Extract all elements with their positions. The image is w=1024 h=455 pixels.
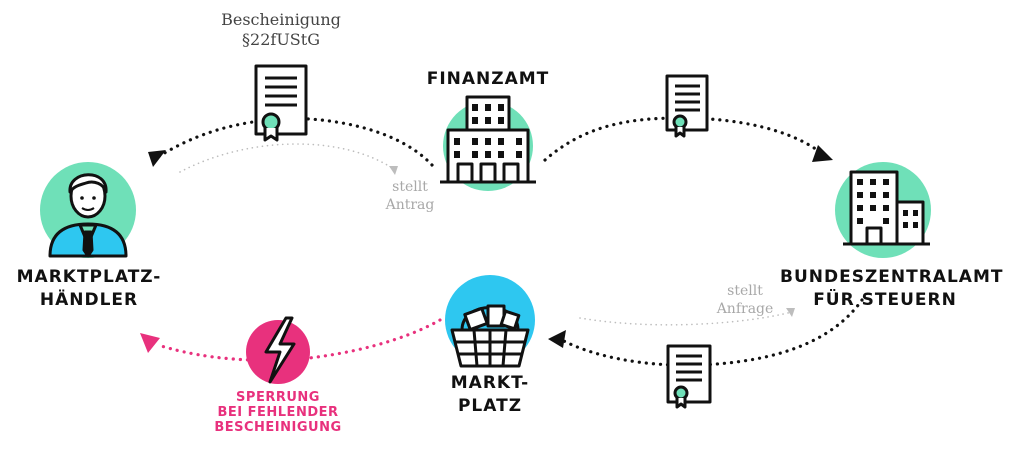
anfrage-label: stellt Anfrage bbox=[700, 282, 790, 318]
sperrung-label: SPERRUNG BEI FEHLENDER BESCHEINIGUNG bbox=[198, 390, 358, 435]
anfrage-label-line1: stellt bbox=[727, 283, 763, 299]
bzst-title: BUNDESZENTRALAMT FÜR STEUERN bbox=[780, 266, 1004, 312]
certificate-label: Bescheinigung §22fUStG bbox=[206, 10, 356, 50]
arrowhead-haendler-bottom bbox=[140, 333, 160, 353]
connector-bzst-to-marktplatz bbox=[560, 298, 864, 367]
marktplatz-title-line1: MARKT- bbox=[450, 373, 530, 393]
arrowhead-anfrage bbox=[786, 308, 795, 317]
antrag-label-line2: Antrag bbox=[385, 197, 435, 213]
lightning-bolt-icon bbox=[264, 316, 296, 384]
arrowhead-bzst-top bbox=[812, 145, 833, 162]
tower-building-icon bbox=[843, 170, 930, 246]
marktplatz-node bbox=[445, 275, 535, 368]
certificate-large-icon bbox=[254, 64, 308, 142]
certificate-label-line2: §22fUStG bbox=[242, 30, 320, 49]
connector-anfrage bbox=[579, 311, 793, 326]
certificate-label-line1: Bescheinigung bbox=[221, 10, 341, 29]
arrowhead-haendler-top bbox=[148, 150, 166, 167]
sperrung-label-line2: BEI FEHLENDER bbox=[217, 405, 339, 420]
bzst-title-line1: BUNDESZENTRALAMT bbox=[780, 267, 1004, 287]
haendler-title-line1: MARKTPLATZ- bbox=[16, 267, 162, 287]
certificate-top-right-icon bbox=[665, 74, 709, 138]
finanzamt-node bbox=[440, 95, 536, 191]
connector-antrag bbox=[179, 143, 396, 173]
sperrung-node bbox=[246, 316, 310, 384]
business-person-icon bbox=[48, 173, 128, 258]
sperrung-label-line3: BESCHEINIGUNG bbox=[214, 420, 342, 435]
haendler-title: MARKTPLATZ- HÄNDLER bbox=[8, 266, 170, 312]
sperrung-label-line1: SPERRUNG bbox=[236, 390, 320, 405]
antrag-label-line1: stellt bbox=[392, 179, 428, 195]
marktplatz-title: MARKT- PLATZ bbox=[430, 372, 550, 418]
haendler-title-line2: HÄNDLER bbox=[39, 290, 139, 310]
marktplatz-title-line2: PLATZ bbox=[457, 396, 523, 416]
finanzamt-title: FINANZAMT bbox=[426, 69, 550, 89]
certificate-bottom-right-icon bbox=[666, 344, 712, 409]
office-building-icon bbox=[440, 95, 536, 184]
shopping-basket-icon bbox=[450, 304, 530, 368]
antrag-label: stellt Antrag bbox=[370, 178, 450, 214]
bzst-node bbox=[835, 162, 931, 258]
arrowhead-marktplatz-right bbox=[548, 330, 566, 348]
bzst-title-line2: FÜR STEUERN bbox=[813, 290, 957, 310]
haendler-node bbox=[40, 162, 136, 258]
anfrage-label-line2: Anfrage bbox=[716, 301, 774, 317]
arrowhead-antrag bbox=[389, 166, 398, 175]
